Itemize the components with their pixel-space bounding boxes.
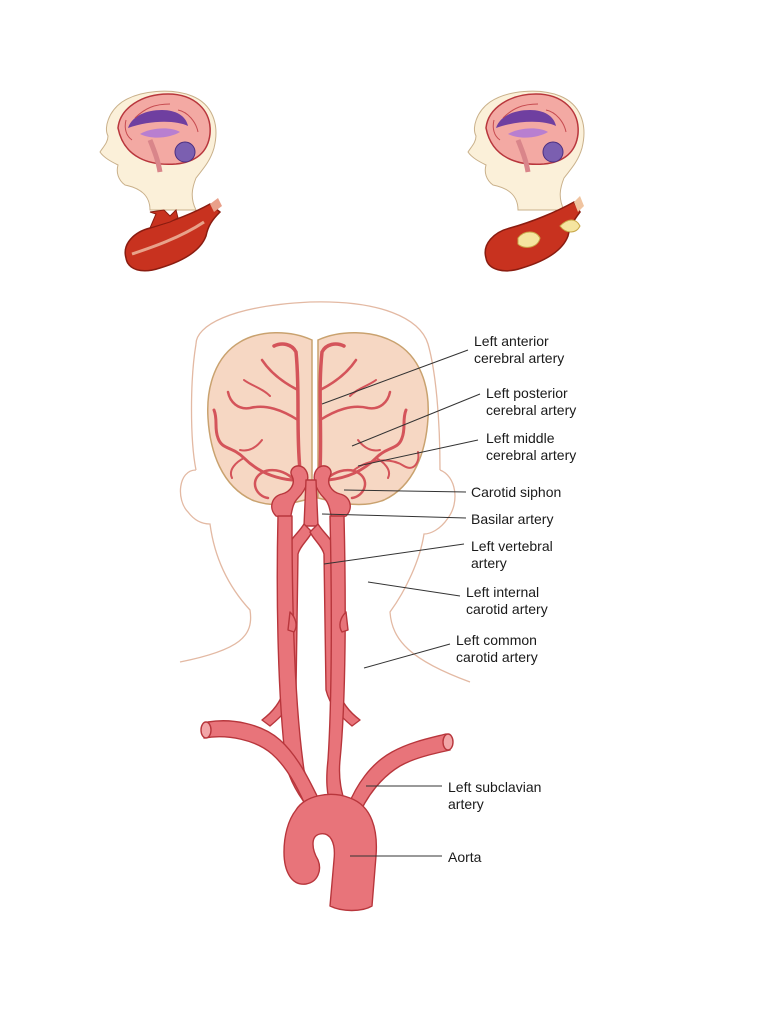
head-profile-icon <box>467 90 585 211</box>
label-left-middle-cerebral-artery: Left middle cerebral artery <box>486 430 576 463</box>
aorta <box>283 793 378 912</box>
label-left-anterior-cerebral-artery: Left anterior cerebral artery <box>474 333 564 366</box>
top-figure-blocked <box>467 90 585 272</box>
leader-left-internal-carotid <box>367 581 461 597</box>
label-left-vertebral-artery: Left vertebral artery <box>471 538 557 571</box>
leader-lines <box>321 349 481 857</box>
left-subclavian-artery <box>347 733 451 813</box>
leader-left-anterior-cerebral <box>321 349 469 405</box>
brain-right-hemisphere <box>317 332 429 506</box>
label-carotid-siphon: Carotid siphon <box>471 484 561 500</box>
leader-basilar <box>321 513 467 519</box>
leader-carotid-siphon <box>343 489 467 493</box>
label-left-common-carotid-artery: Left common carotid artery <box>456 632 541 665</box>
head-profile-icon <box>99 90 217 211</box>
label-aorta: Aorta <box>448 849 482 865</box>
blocked-artery-icon <box>484 196 584 272</box>
left-carotid-siphon <box>313 465 351 521</box>
basilar-artery <box>303 479 319 527</box>
labels: Left anterior cerebral artery Left poste… <box>448 333 576 865</box>
head-neck-outline <box>179 301 471 683</box>
cerebral-artery-branches <box>212 342 420 500</box>
leader-left-middle-cerebral <box>357 439 479 467</box>
brain-left-hemisphere <box>207 332 313 506</box>
label-basilar-artery: Basilar artery <box>471 511 553 527</box>
main-arteries <box>200 465 454 912</box>
leader-left-vertebral <box>323 543 465 565</box>
leader-left-common-carotid <box>363 643 451 669</box>
leader-left-posterior-cerebral <box>351 393 481 447</box>
label-left-posterior-cerebral-artery: Left posterior cerebral artery <box>486 385 576 418</box>
right-subclavian-artery <box>203 720 323 813</box>
top-figure-healthy <box>99 90 222 272</box>
brain <box>207 332 429 506</box>
healthy-artery-icon <box>124 198 222 272</box>
label-left-internal-carotid-artery: Left internal carotid artery <box>466 584 548 617</box>
right-carotid-siphon <box>271 465 309 521</box>
label-left-subclavian-artery: Left subclavian artery <box>448 779 545 812</box>
